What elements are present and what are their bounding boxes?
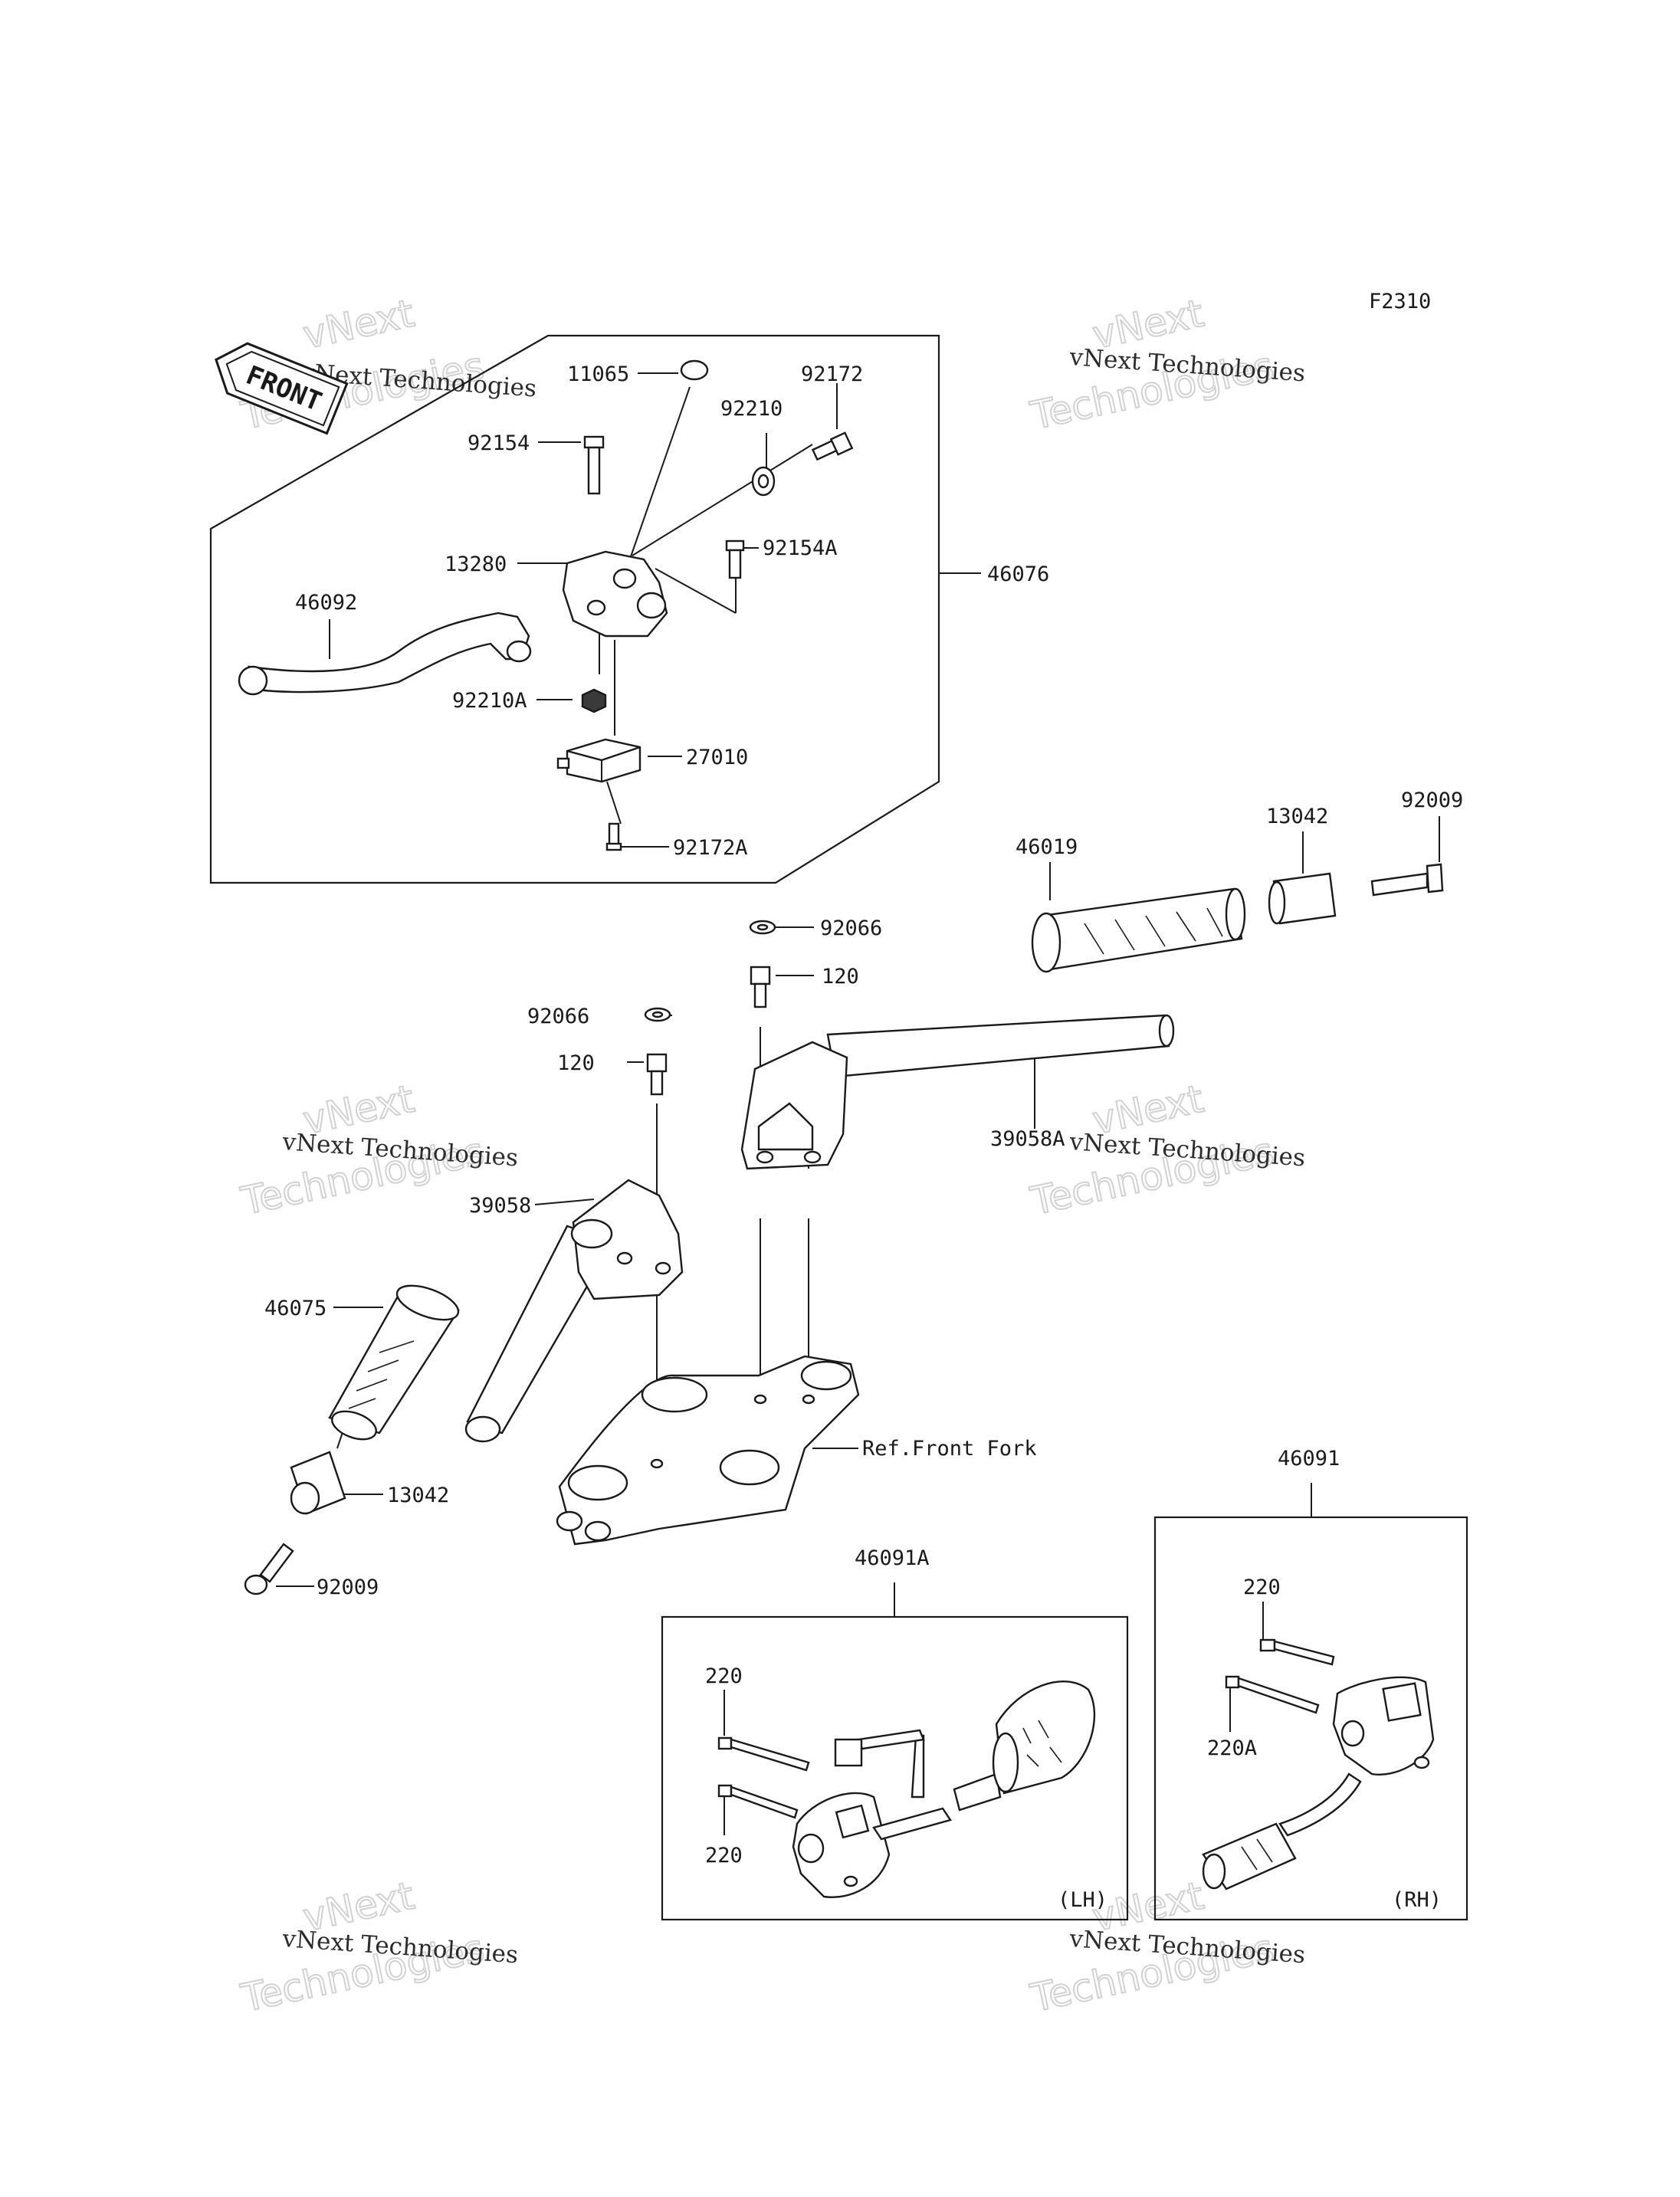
leader-lines-rh [1229, 1602, 1264, 1732]
grip-46075-left [328, 1284, 460, 1441]
label-92172: 92172 [801, 362, 863, 386]
bolt-120-left [646, 1053, 668, 1096]
switch-housing-lh [792, 1681, 1096, 1898]
watermark-mid-right: vNext Technologies vNext Technologies [1025, 1076, 1306, 1225]
watermark-bottom-left: vNext Technologies vNext Technologies [236, 1873, 519, 2022]
throttle-grip-46019 [1031, 887, 1246, 973]
label-13042-left: 13042 [387, 1484, 449, 1507]
screw-92172 [811, 431, 854, 461]
bolt-92154 [583, 435, 605, 495]
figure-code: F2310 [1369, 290, 1431, 313]
label-120-right: 120 [822, 965, 859, 989]
label-46091A: 46091A [855, 1546, 930, 1570]
label-92210: 92210 [720, 397, 783, 421]
label-rh: (RH) [1392, 1888, 1442, 1912]
label-lh: (LH) [1058, 1888, 1107, 1912]
label-220A: 220A [1207, 1736, 1257, 1760]
clutch-lever-46092 [238, 612, 532, 696]
label-39058: 39058 [469, 1194, 531, 1218]
label-46019: 46019 [1016, 835, 1078, 859]
label-27010: 27010 [686, 746, 748, 769]
label-92154: 92154 [468, 431, 530, 455]
label-13280: 13280 [445, 553, 507, 576]
watermark-text: vNext [299, 291, 418, 358]
label-92172A: 92172A [673, 836, 748, 860]
front-direction-arrow-icon: FRONT [215, 342, 349, 435]
label-220-lh-bottom: 220 [705, 1844, 743, 1867]
label-92009-left: 92009 [317, 1576, 379, 1599]
handlebar-39058-left [464, 1179, 684, 1443]
handlebar-39058A-right [740, 1014, 1175, 1170]
label-13042-right: 13042 [1266, 805, 1328, 828]
label-ref-front-fork: Ref.Front Fork [862, 1437, 1037, 1461]
switch-housing-rh [1202, 1676, 1435, 1890]
label-220-lh-top: 220 [705, 1664, 743, 1688]
leader-lines-right-grip [627, 816, 1440, 1063]
label-92066-left: 92066 [527, 1005, 589, 1028]
label-11065: 11065 [567, 362, 629, 386]
screw-92172A [605, 822, 622, 851]
label-46091: 46091 [1278, 1447, 1340, 1471]
bar-end-weight-13042-right [1268, 872, 1337, 925]
screw-220-lh-top [717, 1736, 810, 1772]
screw-92009-left [244, 1543, 294, 1595]
nut-92210A [581, 688, 607, 713]
screw-220A-rh [1225, 1675, 1320, 1714]
bolt-92154A [725, 539, 745, 579]
assembly-box-46076 [209, 334, 940, 884]
label-220-rh-top: 220 [1243, 1576, 1281, 1599]
clutch-switch-27010 [556, 738, 641, 783]
lever-holder-13280 [562, 550, 668, 638]
steering-stem-top-bridge [556, 1355, 860, 1546]
label-120-left: 120 [557, 1051, 595, 1075]
bolt-120-right [750, 966, 771, 1008]
label-92210A: 92210A [452, 689, 527, 713]
label-46076: 46076 [987, 562, 1049, 586]
screw-220-lh-bottom [717, 1784, 799, 1819]
screw-220-rh [1259, 1638, 1335, 1666]
watermark-top-right: vNext Technologies vNext Technologies [1025, 290, 1306, 439]
label-46092: 46092 [295, 591, 357, 615]
label-92066-right: 92066 [820, 917, 882, 940]
cap-11065 [680, 359, 709, 381]
label-92154A: 92154A [763, 536, 838, 560]
label-39058A: 39058A [990, 1127, 1065, 1151]
bar-end-weight-13042-left [290, 1451, 346, 1515]
label-92009-right: 92009 [1401, 789, 1463, 812]
label-46075: 46075 [264, 1297, 326, 1320]
screw-92009-right [1370, 863, 1444, 897]
